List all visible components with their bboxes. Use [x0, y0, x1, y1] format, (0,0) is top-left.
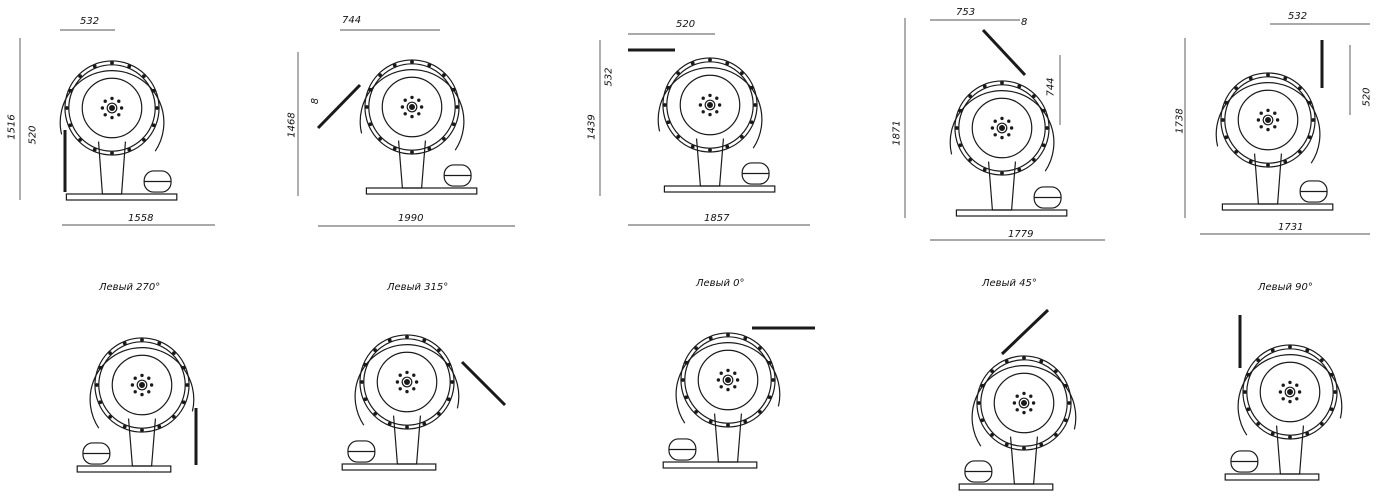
fan-top-4 [949, 28, 1068, 217]
fan-top-1 [59, 60, 178, 201]
fan-top-2 [316, 59, 478, 195]
dim-3-length: 1857 [704, 213, 730, 224]
caption-left-45: Левый 45° [982, 278, 1037, 289]
dim-2-length: 1990 [398, 213, 424, 224]
dim-1-outlet: 520 [27, 125, 39, 145]
caption-left-270: Левый 270° [99, 282, 161, 293]
fan-top-3 [628, 48, 776, 193]
fan-bottom-1 [76, 337, 198, 473]
fan-bottom-3 [662, 326, 815, 469]
dim-3-width: 520 [676, 19, 696, 30]
dim-2-width: 744 [342, 15, 362, 26]
dim-4-length: 1779 [1008, 229, 1034, 240]
dim-2-height: 1468 [286, 112, 298, 138]
dim-1-height: 1516 [6, 114, 18, 140]
fan-bottom-2 [341, 334, 507, 471]
dim-3-outlet: 532 [603, 67, 615, 87]
dim-5-height: 1738 [1174, 108, 1186, 134]
dim-5-width: 532 [1288, 11, 1308, 22]
dim-4-width: 753 [956, 7, 976, 18]
dim-4-flange: 8 [1021, 17, 1028, 28]
caption-left-90: Левый 90° [1258, 282, 1313, 293]
caption-left-0: Левый 0° [696, 278, 745, 289]
dim-1-width: 532 [80, 16, 100, 27]
dim-5-length: 1731 [1278, 222, 1304, 233]
dim-5-outlet: 520 [1361, 87, 1373, 107]
dim-4-height: 1871 [891, 120, 903, 146]
dim-4-outlet: 744 [1045, 77, 1057, 97]
caption-left-315: Левый 315° [387, 282, 449, 293]
dim-3-height: 1439 [586, 114, 598, 140]
fan-bottom-5 [1224, 315, 1343, 481]
dim-1-length: 1558 [128, 213, 154, 224]
fan-top-5 [1215, 40, 1334, 211]
dim-2-flange: 8 [310, 97, 322, 105]
fan-bottom-4 [958, 308, 1077, 491]
